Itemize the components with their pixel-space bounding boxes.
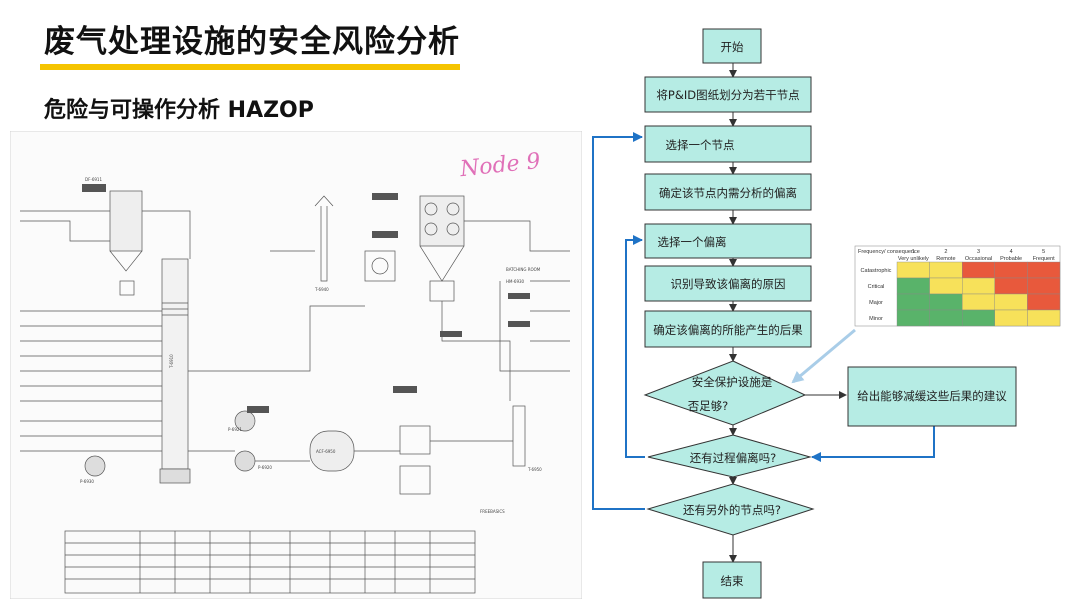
label-p6930: P-6930: [80, 479, 94, 484]
flow-step-consequence: [644, 310, 812, 348]
flow-step-determine-deviation-label: 确定该节点内需分析的偏离: [659, 186, 797, 200]
risk-matrix-cell: [994, 309, 1028, 327]
flow-step-select-node-label: 选择一个节点: [666, 138, 735, 152]
risk-matrix-cell: [1027, 277, 1061, 295]
risk-matrix-col-header: Occasional: [965, 256, 992, 262]
flow-step-select-deviation-label: 选择一个偏离: [658, 235, 727, 249]
risk-matrix-cell: [929, 293, 963, 311]
label-hm6930: HM-6930: [506, 279, 525, 284]
title-underline: [40, 64, 460, 70]
risk-matrix-col-number: 3: [977, 249, 980, 255]
flow-start-label: 开始: [721, 40, 744, 54]
risk-matrix-cell: [962, 309, 996, 327]
flow-decision-more-deviation-label: 还有过程偏离吗?: [690, 451, 777, 465]
risk-matrix-row-header: Major: [869, 300, 883, 306]
label-p6921: P-6921: [228, 427, 242, 432]
label-batching: BATCHING ROOM: [506, 267, 541, 272]
label-df6911: DF-6911: [85, 177, 102, 182]
risk-matrix-cell: [994, 293, 1028, 311]
flow-decision-protection-line2: 否足够?: [688, 399, 729, 413]
risk-matrix-cell: [896, 293, 930, 311]
risk-matrix-cell: [896, 277, 930, 295]
risk-matrix-col-number: 4: [1010, 249, 1013, 255]
flow-end: [702, 561, 762, 599]
flow-step-divide: [644, 76, 812, 113]
risk-matrix-cell: [929, 309, 963, 327]
flow-step-determine-deviation: [644, 173, 812, 211]
flow-step-identify-cause-label: 识别导致该偏离的原因: [671, 277, 786, 291]
risk-matrix-col-header: Very unlikely: [898, 256, 929, 262]
page-subtitle: 危险与可操作分析 HAZOP: [44, 98, 314, 123]
risk-matrix-col-header: Frequent: [1033, 256, 1055, 262]
risk-matrix-row-header: Minor: [869, 316, 883, 322]
risk-matrix-col-header: Probable: [1000, 256, 1022, 262]
risk-matrix-corner: Frequency/ consequence: [858, 249, 920, 255]
flow-decision-more-node: [646, 483, 815, 536]
flow-step-recommend: [847, 366, 1017, 427]
risk-matrix-cell: [1027, 261, 1061, 279]
risk-matrix-col-header: Remote: [936, 256, 955, 262]
flow-end-label: 结束: [721, 574, 744, 588]
risk-matrix-row-header: Critical: [868, 284, 885, 290]
flow-decision-more-deviation: [647, 434, 812, 478]
flow-decision-protection-line1: 安全保护设施是: [692, 375, 773, 389]
flow-start: [702, 28, 762, 64]
label-freebasics: FREEBASICS: [480, 509, 505, 514]
pid-drawing: Node 9: [10, 131, 582, 599]
flow-step-recommend-label: 给出能够减缓这些后果的建议: [857, 389, 1007, 403]
risk-matrix-col-number: 2: [944, 249, 947, 255]
flow-step-divide-label: 将P&ID图纸划分为若干节点: [656, 88, 799, 102]
risk-matrix-cell: [896, 309, 930, 327]
risk-matrix-cell: [1027, 293, 1061, 311]
flow-step-identify-cause: [644, 265, 812, 302]
risk-matrix-col-number: 1: [912, 249, 915, 255]
risk-matrix-cell: [929, 277, 963, 295]
page-title: 废气处理设施的安全风险分析: [44, 24, 460, 60]
risk-matrix-cell: [994, 277, 1028, 295]
label-acf6950: ACF-6950: [316, 449, 336, 454]
label-t6940: T-6940: [314, 287, 329, 292]
risk-matrix-cell: [929, 261, 963, 279]
risk-matrix-row-header: Catastrophic: [861, 268, 892, 274]
risk-matrix-cell: [994, 261, 1028, 279]
risk-matrix-col-number: 5: [1042, 249, 1045, 255]
flow-decision-protection: [643, 360, 807, 426]
risk-matrix-cell: [896, 261, 930, 279]
flow-step-select-deviation: [644, 223, 812, 259]
flow-step-select-node: [644, 125, 812, 163]
flow-step-consequence-label: 确定该偏离的所能产生的后果: [653, 323, 803, 337]
risk-matrix-cell: [962, 277, 996, 295]
label-t6950: T-6950: [527, 467, 542, 472]
flow-decision-more-node-label: 还有另外的节点吗?: [683, 503, 781, 517]
label-p6920: P-6920: [258, 465, 272, 470]
risk-matrix-cell: [1027, 309, 1061, 327]
label-t6910: T-6910: [169, 354, 174, 369]
risk-matrix-cell: [962, 261, 996, 279]
risk-matrix-cell: [962, 293, 996, 311]
